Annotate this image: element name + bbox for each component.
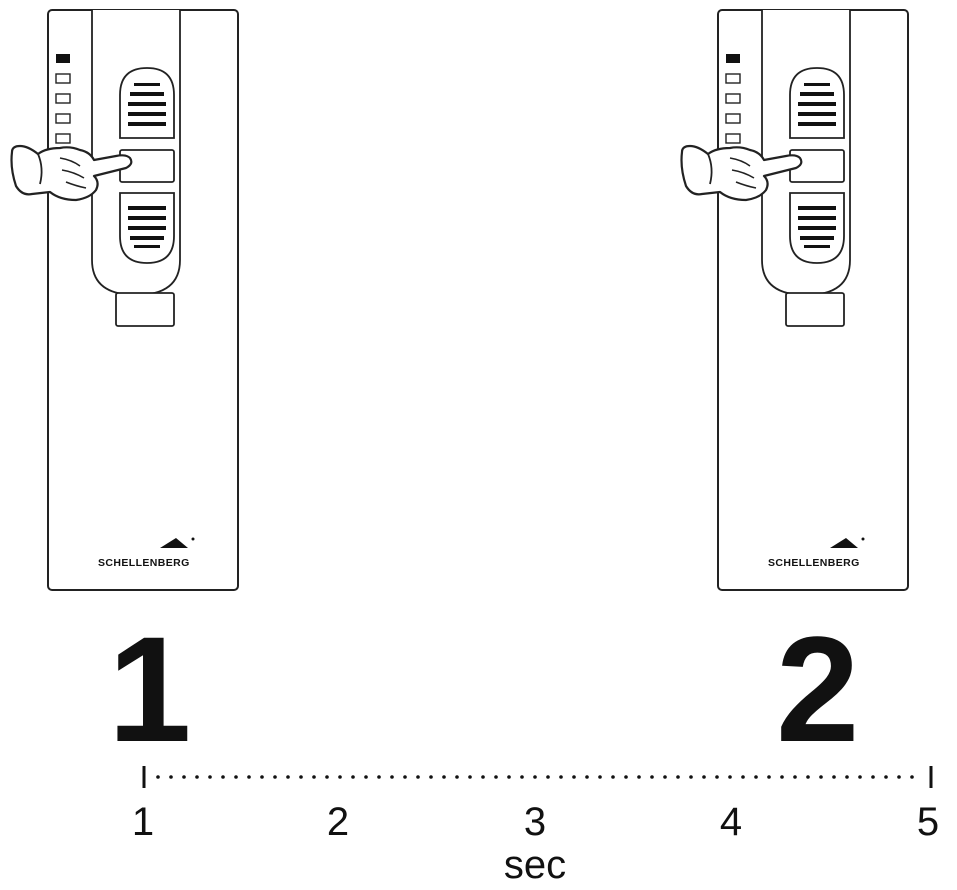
timeline-dot — [507, 775, 511, 779]
timeline-dot — [702, 775, 706, 779]
timeline-dot — [832, 775, 836, 779]
timeline-dot — [390, 775, 394, 779]
timeline-dot — [663, 775, 667, 779]
timeline-dot — [897, 775, 901, 779]
timeline-dot — [286, 775, 290, 779]
tick-label: 1 — [132, 800, 154, 844]
timeline-dot — [377, 775, 381, 779]
timeline-dot — [624, 775, 628, 779]
timeline-dot — [247, 775, 251, 779]
timeline-dot — [208, 775, 212, 779]
timeline-dot — [260, 775, 264, 779]
timeline-dot — [585, 775, 589, 779]
timeline-dot — [858, 775, 862, 779]
timeline-dot — [637, 775, 641, 779]
timeline-dot — [351, 775, 355, 779]
timeline-dot — [234, 775, 238, 779]
timeline-dot — [780, 775, 784, 779]
timeline-dot — [429, 775, 433, 779]
timeline-dot — [169, 775, 173, 779]
timeline-dot — [676, 775, 680, 779]
timeline-dot — [884, 775, 888, 779]
step-number-1: 1 — [108, 605, 191, 773]
timeline-dot — [572, 775, 576, 779]
remote-control-step-1: SCHELLENBERG — [47, 9, 239, 591]
timeline-dot — [403, 775, 407, 779]
timeline-dot — [299, 775, 303, 779]
timeline-dot — [494, 775, 498, 779]
timeline-dot — [767, 775, 771, 779]
brand-label: SCHELLENBERG — [98, 557, 190, 569]
timeline-dot — [819, 775, 823, 779]
brand-label: SCHELLENBERG — [768, 557, 860, 569]
timeline-dot — [715, 775, 719, 779]
step-number-2: 2 — [776, 605, 859, 773]
timeline-dot — [741, 775, 745, 779]
timeline-dot — [871, 775, 875, 779]
timeline-dot — [598, 775, 602, 779]
timeline-dot — [312, 775, 316, 779]
timeline-dot — [520, 775, 524, 779]
timeline-dot — [195, 775, 199, 779]
timeline-dot — [611, 775, 615, 779]
timeline-dot — [182, 775, 186, 779]
timeline-dot — [156, 775, 160, 779]
remote-control-step-2: SCHELLENBERG — [717, 9, 909, 591]
timeline-dot — [533, 775, 537, 779]
tick-label: 2 — [327, 800, 349, 844]
timeline-dot — [728, 775, 732, 779]
timeline-dot — [416, 775, 420, 779]
unit-label: sec — [504, 843, 566, 887]
timeline-dot — [364, 775, 368, 779]
timeline-dot — [455, 775, 459, 779]
timeline-dot — [806, 775, 810, 779]
timeline-dot — [468, 775, 472, 779]
tick-label: 4 — [720, 800, 742, 844]
timeline-dot — [689, 775, 693, 779]
tick-label: 3 — [524, 800, 546, 844]
timeline: 1 2 3 4 5 sec — [132, 766, 939, 887]
timeline-dot — [650, 775, 654, 779]
timeline-dot — [221, 775, 225, 779]
timeline-dot — [793, 775, 797, 779]
timeline-dot — [325, 775, 329, 779]
timeline-dots — [156, 775, 914, 779]
timeline-dot — [754, 775, 758, 779]
timeline-dot — [338, 775, 342, 779]
timeline-dot — [559, 775, 563, 779]
timeline-dot — [910, 775, 914, 779]
timeline-dot — [442, 775, 446, 779]
tick-label: 5 — [917, 800, 939, 844]
timeline-dot — [273, 775, 277, 779]
timeline-dot — [845, 775, 849, 779]
timeline-dot — [481, 775, 485, 779]
timeline-dot — [546, 775, 550, 779]
